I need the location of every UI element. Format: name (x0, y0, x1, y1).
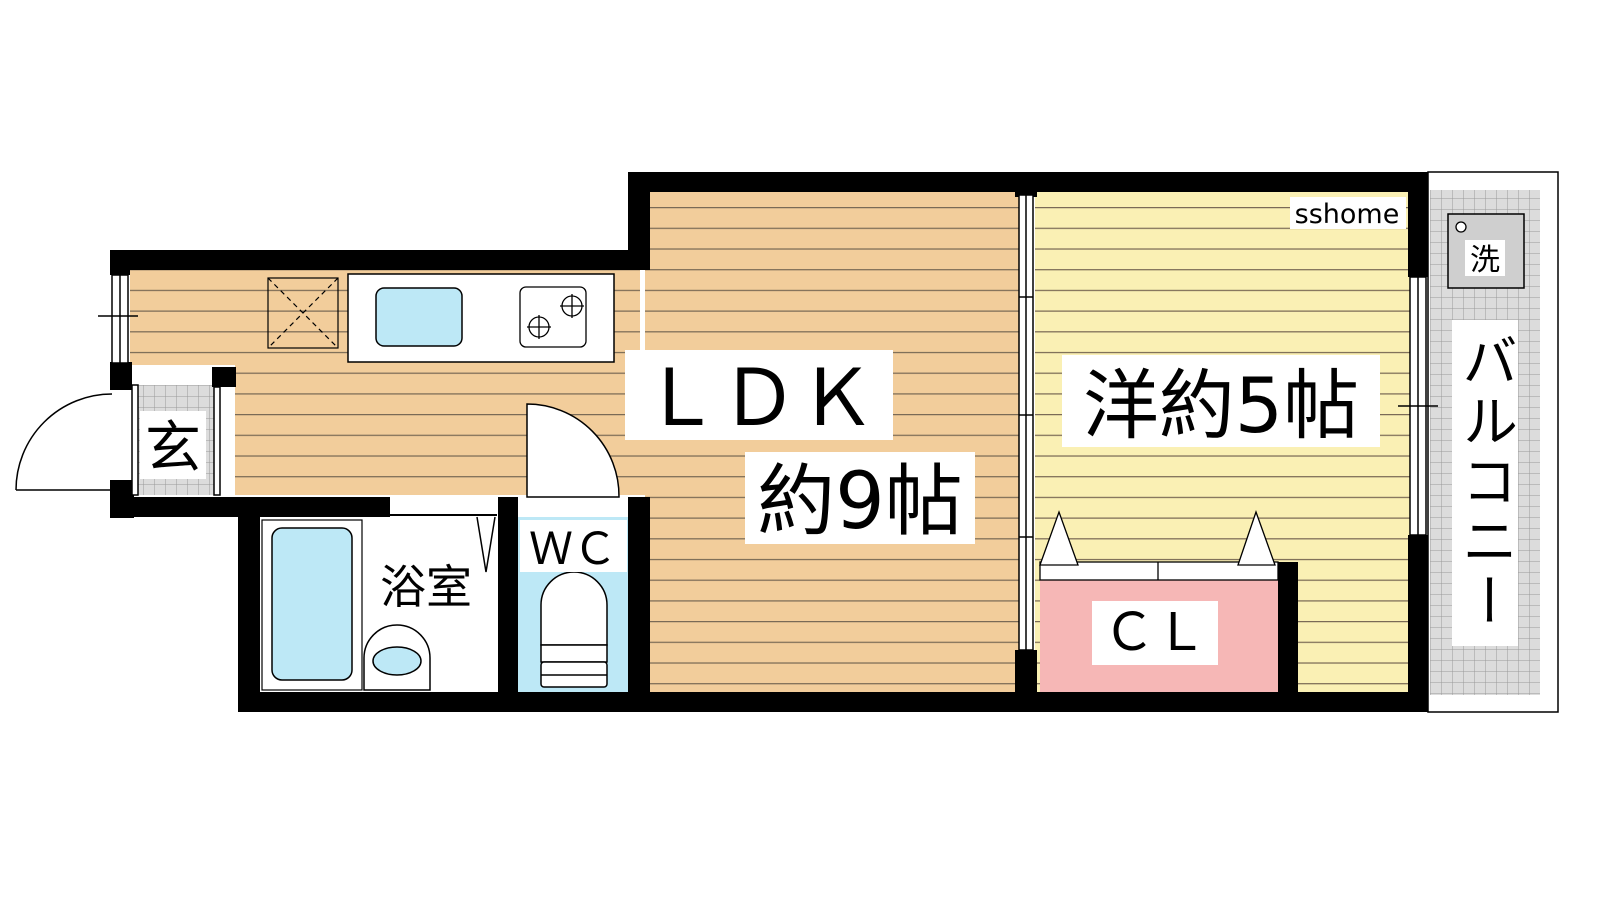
closet-doors (1039, 510, 1279, 581)
western-room-label: 洋約5帖 (1083, 361, 1359, 450)
entrance-label: 玄 (145, 416, 201, 481)
ldk-size-label: 約9帖 (757, 457, 963, 547)
toilet-bowl (540, 571, 608, 688)
fridge-space (267, 277, 339, 349)
toilet-label: ＷＣ (529, 524, 617, 575)
balcony-label-box (1452, 320, 1518, 646)
window-left (98, 274, 138, 364)
washer-space (1447, 213, 1525, 289)
closet-label: ＣＬ (1103, 603, 1207, 663)
kitchen-sink (375, 287, 463, 347)
walls (110, 172, 1428, 712)
bathtub (271, 527, 353, 681)
bath-tub-surround (261, 519, 363, 691)
balcony-frame (1427, 171, 1559, 713)
balcony-label: バルコニー (1453, 332, 1518, 632)
bath-label: 浴室 (380, 560, 472, 614)
drain-icon (1455, 221, 1467, 233)
watermark-text: sshome (1295, 199, 1400, 230)
toilet-door (526, 403, 620, 498)
sliding-door-partition (1018, 194, 1034, 651)
washer-label: 洗 (1470, 243, 1500, 278)
entrance-door (15, 384, 221, 496)
stove-icon (519, 286, 587, 348)
window-balcony (1398, 276, 1438, 536)
washbasin (363, 624, 431, 691)
ldk-label: ＬＤＫ (642, 354, 876, 444)
